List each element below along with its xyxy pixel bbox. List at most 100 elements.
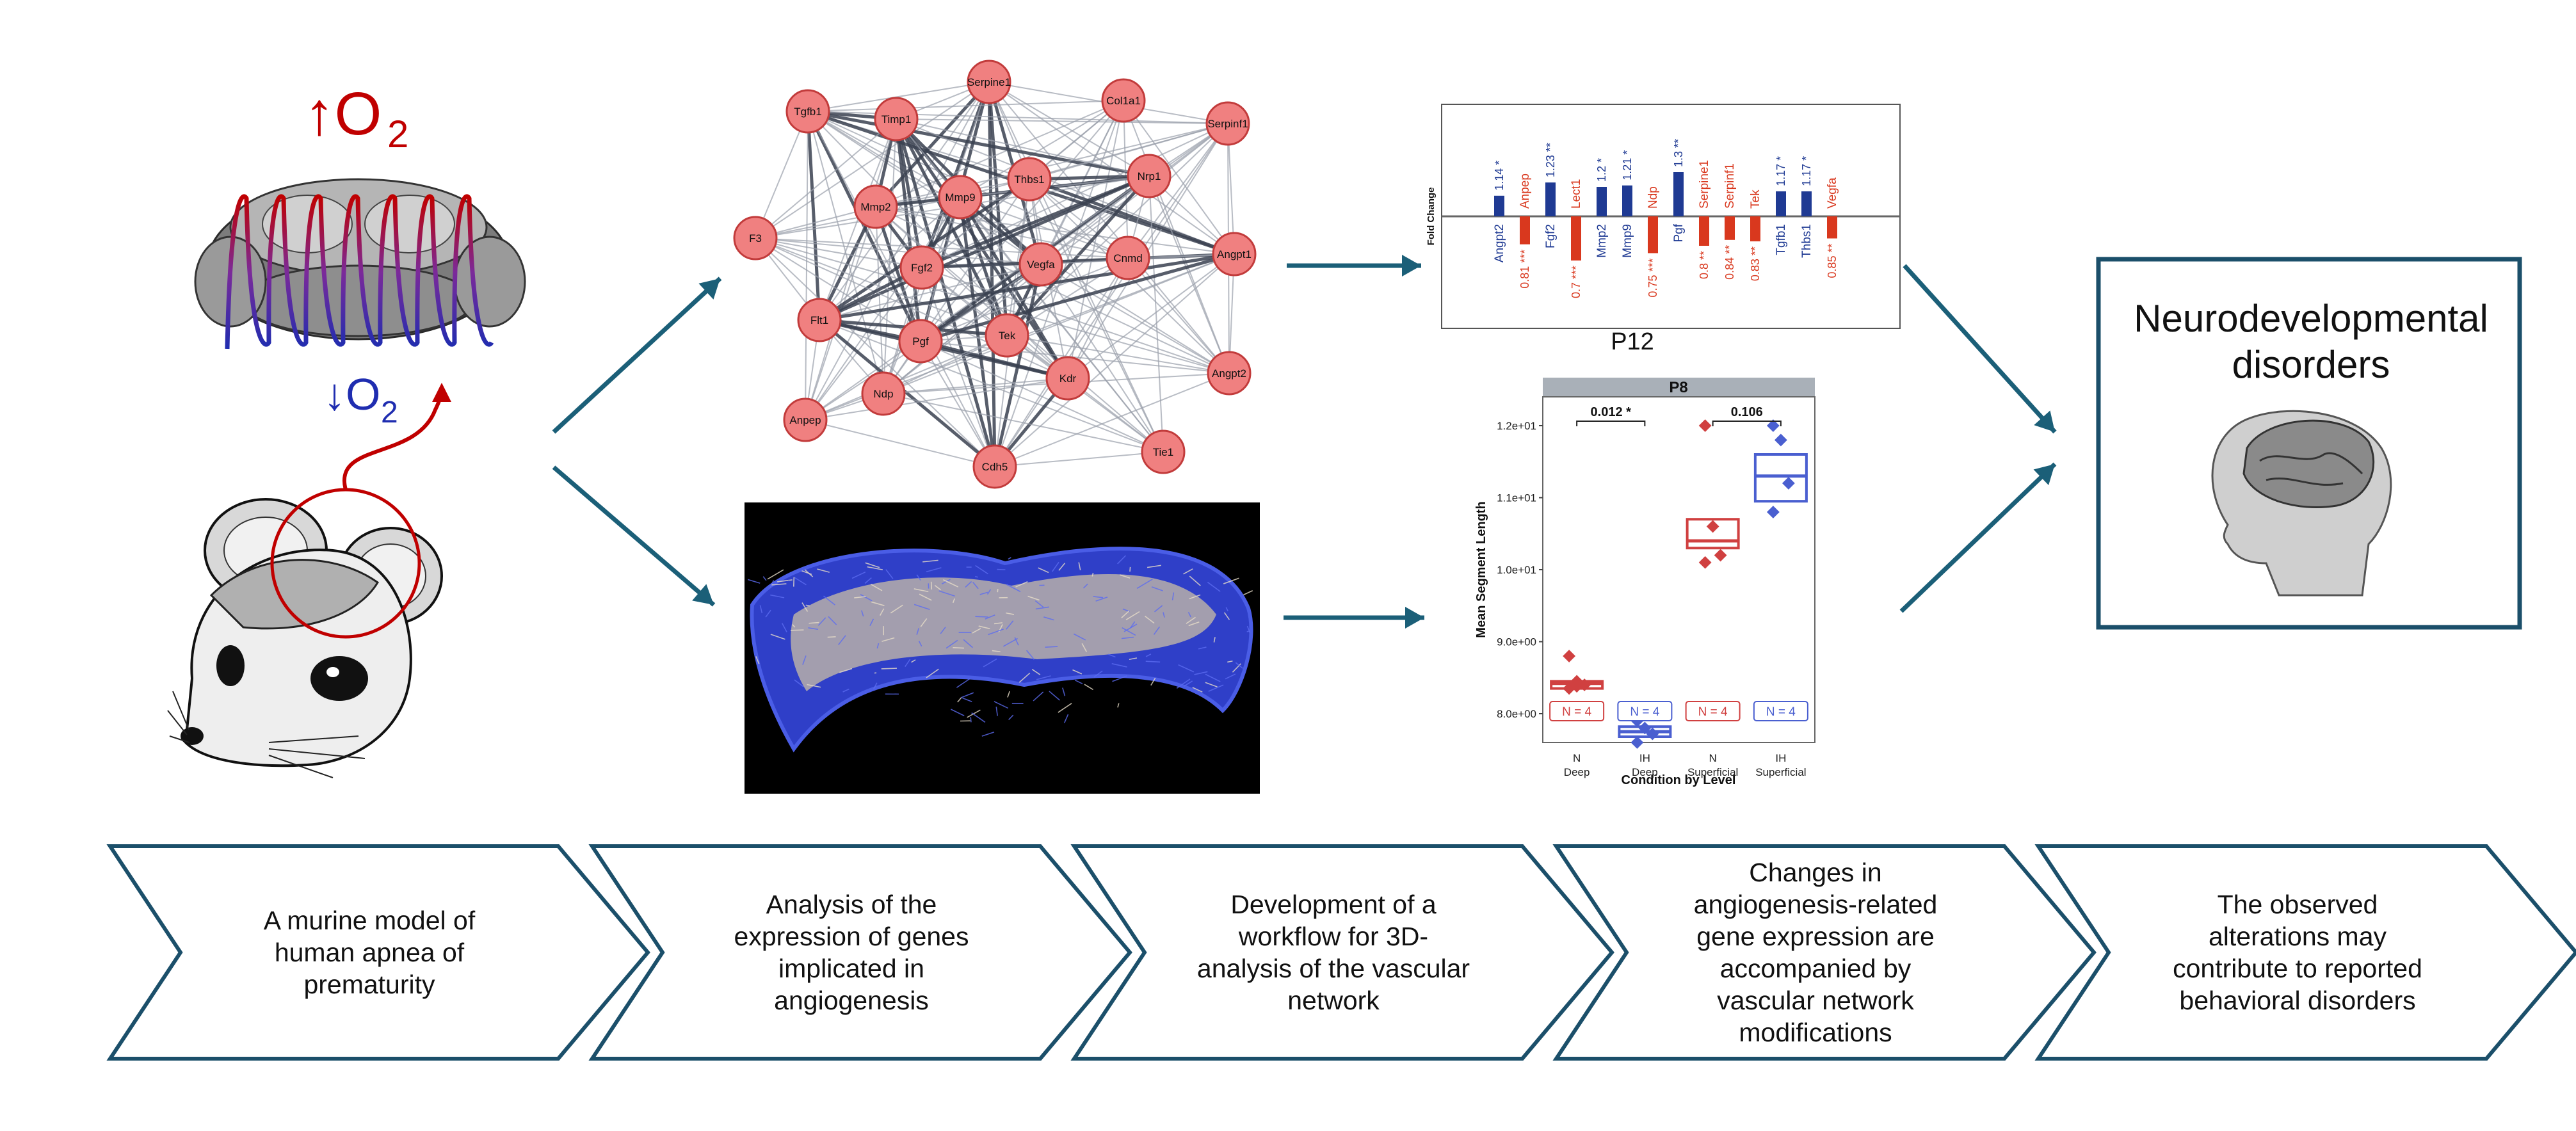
gene-node-label: Col1a1 [1106, 95, 1141, 107]
down-oxygen-label: ↓O 2 [323, 369, 398, 429]
fold-change-bar [1648, 216, 1658, 253]
gene-node: Pgf [899, 320, 942, 362]
workflow-step-label: Development of a workflow for 3D- analys… [1145, 846, 1522, 1059]
gene-node: F3 [734, 217, 777, 259]
x-category-label: N [1709, 752, 1716, 764]
flow-arrowhead [1402, 255, 1421, 277]
fold-change-bar [1571, 216, 1581, 261]
workflow-step-label: The observed alterations may contribute … [2109, 846, 2486, 1059]
network-edge [805, 111, 808, 420]
brain-oxygen-illustration [195, 179, 525, 349]
workflow-step-label: Changes in angiogenesis-related gene exp… [1627, 846, 2004, 1059]
gene-node-label: Fgf2 [911, 262, 933, 274]
outcome-title: Neurodevelopmental disorders [2101, 296, 2521, 388]
gene-node-label: Tgfb1 [794, 106, 821, 118]
gene-node: Tie1 [1142, 431, 1184, 473]
down-oxygen-subscript: 2 [381, 396, 398, 429]
fold-change-bar [1494, 196, 1504, 216]
gene-node: Serpine1 [967, 61, 1011, 103]
gene-node: Angpt1 [1213, 233, 1255, 275]
fold-change-value-label: 1.17 * [1775, 156, 1787, 186]
fold-change-bar [1750, 216, 1760, 241]
gene-node: Mmp2 [855, 186, 897, 228]
fold-change-value-label: 0.85 ** [1826, 244, 1839, 278]
fold-change-gene-label: Pgf [1672, 223, 1686, 242]
gene-node: Anpep [784, 399, 826, 441]
fold-change-gene-label: Mmp2 [1595, 224, 1609, 258]
box-plot-chart: P8 Mean Segment Length Condition by Leve… [1474, 378, 1815, 787]
significance-label: 0.106 [1731, 405, 1763, 419]
fold-change-value-label: 0.8 ** [1698, 251, 1711, 279]
fold-change-gene-label: Serpine1 [1698, 160, 1711, 209]
fold-change-value-label: 1.23 ** [1544, 143, 1557, 177]
fold-change-bar [1673, 172, 1684, 216]
gene-node-label: Mmp2 [860, 201, 890, 213]
x-category-label: IH [1639, 752, 1650, 764]
n-label: N = 4 [1698, 705, 1728, 719]
fold-change-bar [1699, 216, 1709, 246]
gene-node-label: Ndp [873, 388, 893, 400]
gene-node: Serpinf1 [1207, 102, 1249, 145]
fold-change-bar [1725, 216, 1735, 240]
n-label: N = 4 [1630, 705, 1659, 719]
fold-change-gene-label: Mmp9 [1621, 224, 1634, 258]
gene-node-label: Mmp9 [945, 191, 975, 204]
fold-change-bar [1801, 191, 1812, 216]
fold-change-value-label: 1.17 * [1800, 156, 1813, 186]
gene-node-label: Timp1 [881, 113, 912, 125]
gene-node-label: Serpine1 [967, 76, 1011, 88]
flow-arrowhead [1405, 607, 1424, 629]
gene-node: Vegfa [1020, 243, 1062, 285]
network-edge [1149, 176, 1163, 452]
fold-change-value-label: 0.81 *** [1518, 250, 1531, 289]
fold-change-gene-label: Angpt2 [1493, 224, 1506, 262]
y-tick-label: 8.0e+00 [1497, 708, 1536, 720]
gene-node: Cdh5 [974, 445, 1016, 488]
flow-arrow [554, 467, 714, 605]
gene-node-label: F3 [749, 232, 762, 245]
x-category-label: IH [1775, 752, 1786, 764]
network-edge [883, 394, 1163, 452]
gene-node-label: Tek [999, 330, 1016, 342]
gene-node-label: Tie1 [1153, 446, 1173, 458]
gene-node-label: Pgf [912, 335, 929, 348]
gene-node: Thbs1 [1008, 158, 1051, 200]
gene-node-label: Nrp1 [1138, 170, 1161, 182]
up-oxygen-subscript: 2 [387, 113, 408, 156]
gene-node: Cnmd [1107, 237, 1149, 279]
up-oxygen-label: ↑O 2 [304, 80, 408, 156]
fold-change-gene-label: Fgf2 [1544, 224, 1558, 248]
network-edge [995, 452, 1163, 467]
workflow-step-label: Analysis of the expression of genes impl… [663, 846, 1040, 1059]
fold-change-gene-label: Ndp [1646, 186, 1660, 209]
gene-node-label: Flt1 [810, 314, 828, 326]
gene-node-label: Anpep [789, 414, 821, 426]
fold-change-bar [1597, 187, 1607, 216]
fold-change-bar [1827, 216, 1837, 239]
fold-change-bar [1520, 216, 1530, 245]
vascular-network-render [745, 502, 1260, 794]
fold-change-value-label: 0.75 *** [1646, 259, 1659, 298]
fold-change-gene-label: Vegfa [1826, 177, 1839, 209]
gene-node-label: Kdr [1059, 373, 1077, 385]
gene-node: Fgf2 [901, 246, 943, 289]
fold-change-y-label: Fold Change [1426, 188, 1437, 246]
gene-node: Ndp [862, 373, 905, 415]
gene-node: Mmp9 [939, 176, 981, 218]
x-category-label: Deep [1632, 766, 1658, 778]
gene-network-edges [755, 82, 1234, 467]
workflow-step-label: A murine model of human apnea of prematu… [181, 846, 558, 1059]
gene-node-label: Cdh5 [982, 461, 1008, 473]
box-plot-y-label: Mean Segment Length [1474, 501, 1488, 638]
fold-change-bar [1545, 182, 1556, 216]
box-plot-title: P8 [1669, 379, 1687, 396]
fold-change-value-label: 0.83 ** [1749, 246, 1762, 281]
gene-node-label: Vegfa [1027, 259, 1055, 271]
n-label: N = 4 [1766, 705, 1796, 719]
fold-change-value-label: 1.21 * [1621, 150, 1634, 180]
gene-node: Angpt2 [1208, 352, 1250, 394]
flow-arrow [1901, 464, 2055, 611]
fold-change-bar [1622, 186, 1632, 216]
gene-node-label: Angpt2 [1212, 367, 1246, 380]
mouse-illustration [168, 383, 451, 778]
